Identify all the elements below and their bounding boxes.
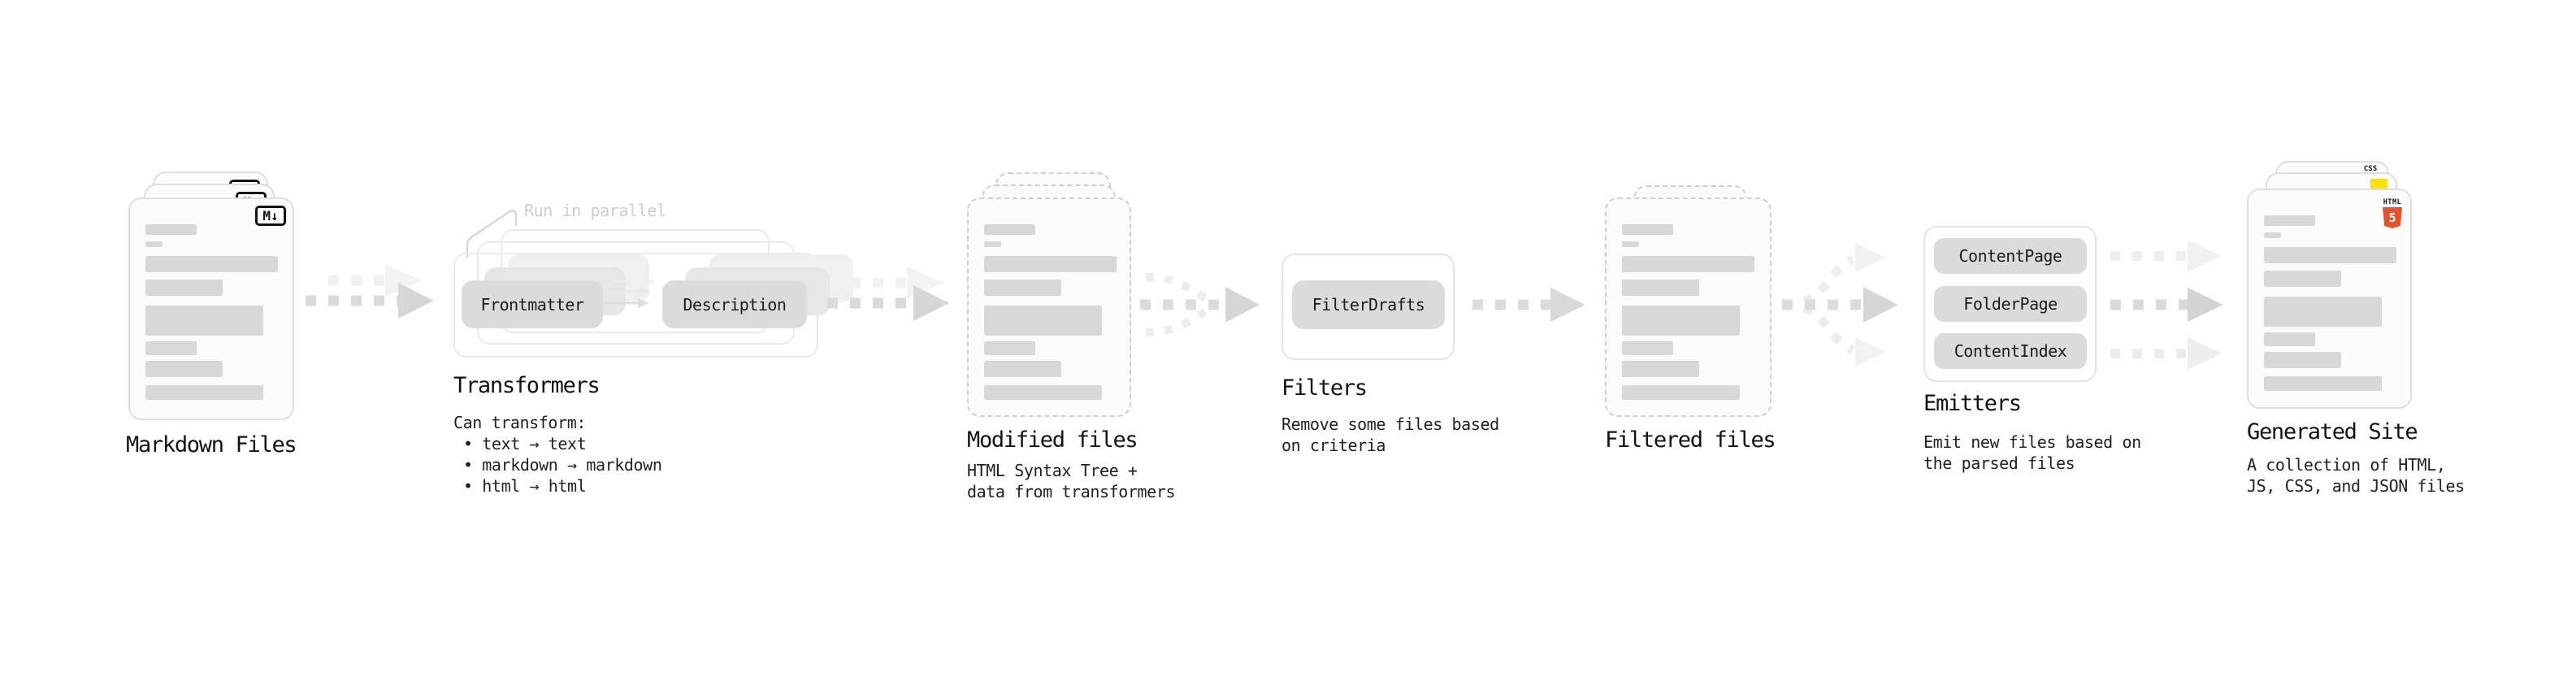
stage-label-emitters: Emitters — [1923, 391, 2022, 416]
flow-arrow — [827, 267, 949, 321]
text-placeholder-bar — [2264, 247, 2396, 263]
markdown-icon: M↓ — [255, 206, 286, 226]
contentindex-emitter: ContentIndex — [1934, 333, 2087, 369]
bullet-item: • html → html — [463, 476, 587, 496]
text-placeholder-bar — [145, 241, 163, 247]
text-placeholder-bar — [2264, 271, 2341, 287]
stage-label-filters: Filters — [1281, 375, 1368, 401]
html5-icon: HTML 5 — [2383, 198, 2402, 228]
transform-arrow — [604, 298, 649, 308]
flow-arrow — [306, 264, 434, 319]
flow-arrow — [2110, 288, 2223, 322]
bullet-item: • text → text — [463, 434, 587, 453]
text-placeholder-bar — [145, 224, 197, 235]
transformers-caption-title: Can transform: — [453, 413, 586, 432]
flow-arrow-light — [2110, 240, 2222, 272]
text-placeholder-bar — [1622, 341, 1673, 355]
svg-text:5: 5 — [2388, 210, 2396, 225]
generated-site-caption: A collection of HTML, JS, CSS, and JSON … — [2247, 455, 2465, 496]
text-placeholder-bar — [1622, 280, 1699, 296]
contentpage-emitter: ContentPage — [1934, 238, 2087, 274]
text-placeholder-bar — [145, 280, 223, 296]
run-in-parallel-note: Run in parallel — [524, 201, 666, 220]
folderpage-emitter: FolderPage — [1934, 286, 2087, 322]
text-placeholder-bar — [145, 341, 197, 355]
text-placeholder-bar — [984, 256, 1117, 272]
js-icon — [2370, 179, 2387, 189]
stage-label-markdown-files: Markdown Files — [126, 432, 297, 458]
transformers-bullet-list: • text → text • markdown → markdown • ht… — [463, 433, 662, 497]
text-placeholder-bar — [1622, 241, 1639, 247]
transform-arrow — [614, 276, 656, 286]
run-in-parallel-callout-line — [466, 210, 518, 258]
flow-arrow — [1472, 288, 1585, 322]
transform-arrow — [609, 287, 651, 297]
text-placeholder-bar — [984, 224, 1035, 235]
modified-file-card-front — [967, 197, 1131, 417]
text-placeholder-bar — [2264, 215, 2315, 226]
frontmatter-transformer: Frontmatter — [462, 280, 603, 328]
svg-text:HTML: HTML — [2383, 198, 2401, 206]
text-placeholder-bar — [145, 361, 223, 377]
text-placeholder-bar — [1622, 256, 1754, 272]
merge-arrow — [1140, 273, 1260, 336]
text-placeholder-bar — [984, 361, 1061, 377]
filtered-file-card-front — [1605, 197, 1772, 417]
fanout-arrow — [1782, 243, 1898, 367]
text-placeholder-bar — [145, 256, 278, 272]
filterdrafts-filter: FilterDrafts — [1292, 280, 1445, 329]
text-placeholder-bar — [1622, 306, 1740, 336]
text-placeholder-bar — [2264, 232, 2281, 238]
description-transformer: Description — [662, 280, 807, 328]
text-placeholder-bar — [984, 341, 1035, 355]
modified-files-caption: HTML Syntax Tree + data from transformer… — [967, 461, 1176, 501]
text-placeholder-bar — [2264, 376, 2382, 391]
text-placeholder-bar — [145, 306, 263, 336]
text-placeholder-bar — [984, 241, 1001, 247]
text-placeholder-bar — [2264, 332, 2315, 346]
flow-arrow-light — [2110, 337, 2222, 370]
text-placeholder-bar — [145, 385, 263, 400]
stage-label-filtered-files: Filtered files — [1605, 427, 1776, 453]
text-placeholder-bar — [2264, 352, 2341, 368]
stage-label-generated-site: Generated Site — [2247, 419, 2418, 445]
text-placeholder-bar — [984, 306, 1102, 336]
text-placeholder-bar — [2264, 297, 2382, 327]
emitters-caption: Emit new files based on the parsed files — [1923, 432, 2141, 473]
text-placeholder-bar — [1622, 224, 1673, 235]
markdown-file-card-front: M↓ — [128, 197, 294, 420]
stage-label-modified-files: Modified files — [967, 427, 1138, 453]
text-placeholder-bar — [1622, 385, 1740, 400]
filters-caption: Remove some files based on criteria — [1281, 414, 1499, 455]
html-file-card: HTML 5 — [2247, 189, 2412, 409]
text-placeholder-bar — [1622, 361, 1699, 377]
text-placeholder-bar — [984, 280, 1061, 296]
bullet-item: • markdown → markdown — [463, 455, 662, 475]
stage-label-transformers: Transformers — [453, 373, 601, 398]
text-placeholder-bar — [984, 385, 1102, 400]
